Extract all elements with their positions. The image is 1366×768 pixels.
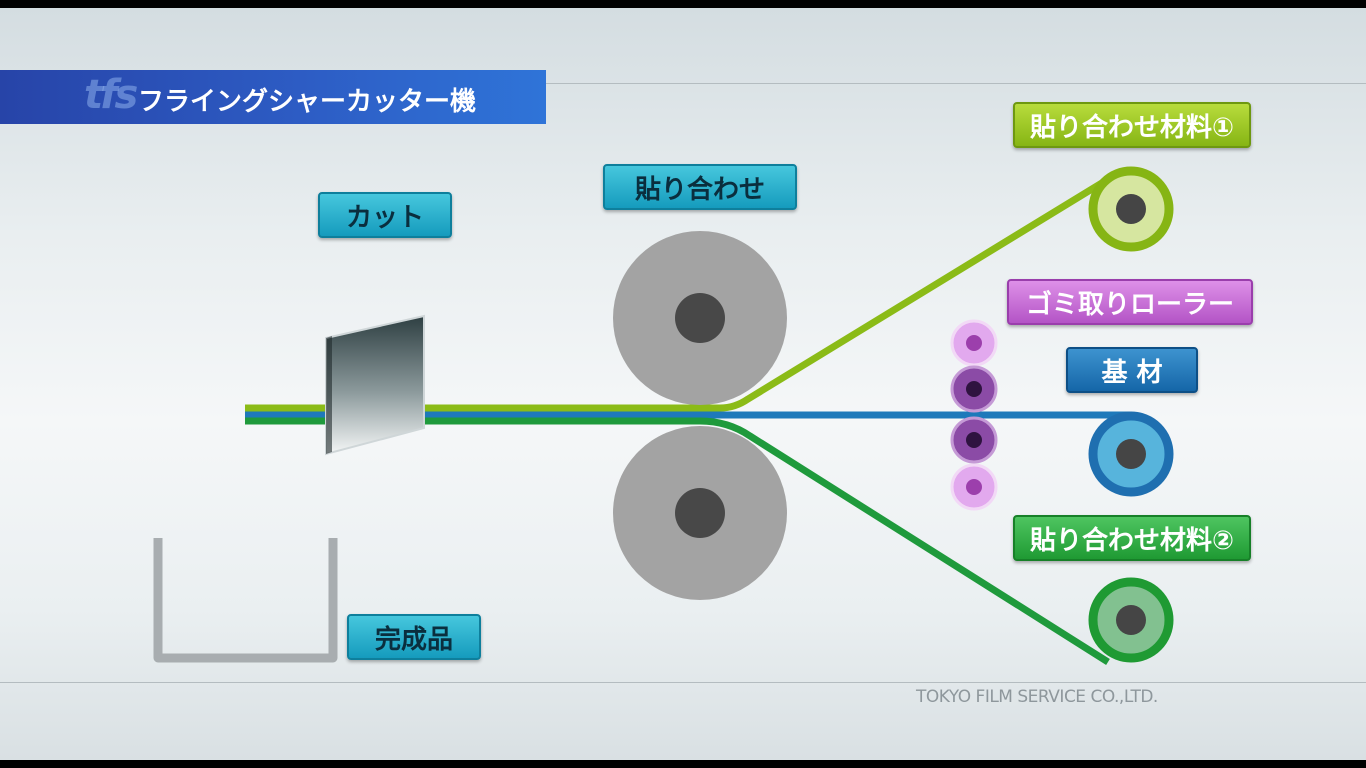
bottom-laminate-roller-hub [675,488,725,538]
tfs-logo: tfs [84,72,138,118]
cutter-blade [325,314,425,456]
dust-roller-1-hub [966,335,982,351]
cut-label: カット [318,192,452,238]
bottom-divider [0,682,1366,683]
dust-roller-2-hub [966,381,982,397]
finished-product-tray [153,538,338,663]
title-bar: tfs フライングシャーカッター機 [0,70,546,124]
laminate-label: 貼り合わせ [603,164,797,210]
dust-roller-label: ゴミ取りローラー [1007,279,1253,325]
company-credit: TOKYO FILM SERVICE CO.,LTD. [916,687,1158,707]
dust-roller-3-hub [966,432,982,448]
material2-label: 貼り合わせ材料② [1013,515,1251,561]
material2-reel-hub [1116,605,1146,635]
top-divider [0,83,1366,84]
process-diagram [153,166,1174,665]
material2-film [245,417,1110,665]
substrate-reel-hub [1116,439,1146,469]
material1-film [245,175,1112,412]
diagram-stage: tfs フライングシャーカッター機 [0,8,1366,760]
material1-label: 貼り合わせ材料① [1013,102,1251,148]
cutter-blade-shade [326,336,332,454]
top-laminate-roller-hub [675,293,725,343]
material1-reel-hub [1116,194,1146,224]
dust-roller-4-hub [966,479,982,495]
substrate-label: 基 材 [1066,347,1198,393]
page-title: フライングシャーカッター機 [138,87,477,117]
finished-product-label: 完成品 [347,614,481,660]
